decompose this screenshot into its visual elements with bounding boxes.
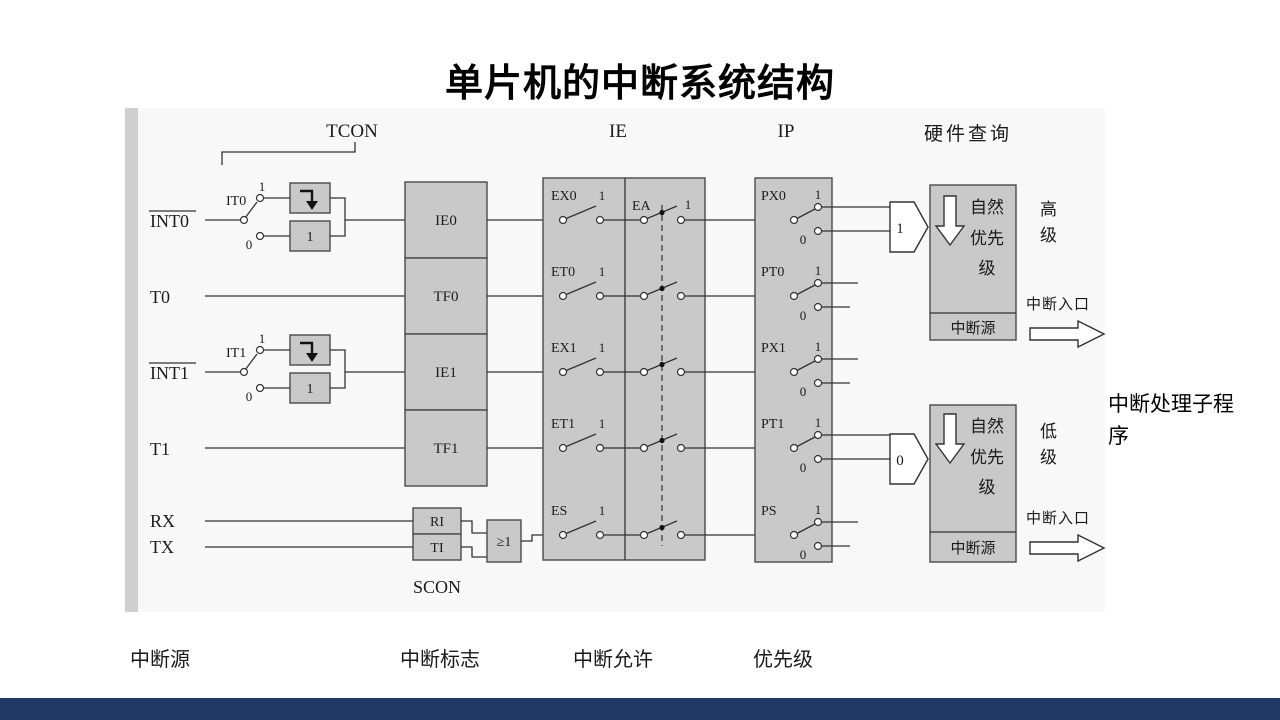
scon-block: RI TI SCON ≥1 [412, 507, 559, 597]
ip-row-one: 1 [815, 339, 822, 354]
or-gate-label: ≥1 [497, 535, 512, 550]
ie-row-one: 1 [599, 503, 606, 518]
it0-label: IT0 [226, 194, 246, 209]
falling-edge-arrowhead [306, 353, 318, 362]
it1-selector: IT1 1 0 1 [226, 331, 405, 404]
entry-arrow-high [1029, 319, 1106, 349]
ie-row-label: EX1 [551, 341, 577, 356]
tcon-header: TCON [326, 121, 378, 142]
or-gate [486, 519, 522, 563]
falling-edge-icon [300, 341, 314, 354]
t1-label: T1 [150, 439, 170, 459]
priority-input-arrow-high [889, 201, 929, 253]
it0-selector: IT0 1 0 1 [226, 179, 405, 252]
it1-one: 1 [259, 331, 266, 346]
it1-edge-box [289, 334, 331, 366]
tcon-cell-tf0: TF0 [433, 289, 458, 305]
it1-zero: 0 [246, 389, 253, 404]
ip-row-label: PS [761, 504, 777, 519]
ip-row-zero: 0 [800, 308, 807, 323]
it0-edge-box [289, 182, 331, 214]
scon-label: SCON [413, 577, 461, 597]
subroutine-label: 中断处理子程序 [1108, 392, 1234, 448]
it0-level-box [289, 220, 331, 252]
interrupt-entry-label-high: 中断入口 [1026, 297, 1091, 313]
scan-edge-strip [125, 108, 138, 612]
ea-one: 1 [685, 197, 692, 212]
tcon-block: IE0 TF0 IE1 TF1 [404, 181, 488, 487]
high-level-label: 高级 [1040, 200, 1057, 245]
ie-row-label: ET0 [551, 265, 575, 280]
natural-priority-label-high: 自然优先级 [970, 198, 1004, 279]
ip-header: IP [778, 121, 795, 142]
column-headers: TCON IE IP [221, 121, 795, 165]
down-arrow-icon [934, 413, 966, 465]
entry-arrow-low [1029, 533, 1106, 563]
ip-row-one: 1 [815, 502, 822, 517]
it1-level-one: 1 [307, 382, 314, 397]
ip-row-zero: 0 [800, 384, 807, 399]
ip-row-one: 1 [815, 187, 822, 202]
ip-row-label: PX1 [761, 341, 786, 356]
interrupt-entry-label-low: 中断入口 [1026, 511, 1091, 527]
ip-row-zero: 0 [800, 547, 807, 562]
ti-cell: TI [430, 541, 444, 556]
natural-priority-label-low: 自然优先级 [970, 417, 1004, 498]
down-arrow-icon [934, 195, 966, 247]
it0-level-one: 1 [307, 230, 314, 245]
ie-header: IE [609, 121, 627, 142]
ie-row-one: 1 [599, 264, 606, 279]
it1-level-box [289, 372, 331, 404]
tx-label: TX [150, 537, 174, 557]
tcon-cell-tf1: TF1 [433, 441, 458, 457]
ie-block: EA 1 EX0 1 ET0 1 EX1 1 ET1 1 [542, 177, 706, 561]
ip-row-zero: 0 [800, 460, 807, 475]
tcon-bracket [221, 142, 356, 165]
priority-input-one: 1 [896, 221, 904, 237]
ip-row-label: PT0 [761, 265, 784, 280]
rx-label: RX [150, 511, 175, 531]
it0-one: 1 [259, 179, 266, 194]
interrupt-source-cell-high: 中断源 [950, 321, 996, 337]
priority-input-arrow-low [889, 433, 929, 485]
int1-label: INT1 [150, 363, 189, 383]
interrupt-source-cell-low: 中断源 [950, 541, 996, 557]
tcon-cell-ie0: IE0 [435, 213, 457, 229]
ie-row-one: 1 [599, 188, 606, 203]
tcon-cell-ie1: IE1 [435, 365, 457, 381]
priority-input-zero: 0 [896, 453, 904, 469]
hardware-query-section: 1 0 [889, 184, 1106, 563]
footer-label-enable: 中断允许 [573, 649, 653, 671]
int0-label: INT0 [150, 211, 189, 231]
ip-row-one: 1 [815, 263, 822, 278]
t0-label: T0 [150, 287, 170, 307]
page-title: 单片机的中断系统结构 [444, 63, 835, 105]
ip-row-label: PT1 [761, 417, 784, 432]
ie-row-label: ES [551, 504, 567, 519]
ie-row-one: 1 [599, 340, 606, 355]
ip-row-label: PX0 [761, 189, 786, 204]
ea-label: EA [632, 199, 652, 214]
hw-query-header: 硬件查询 [924, 124, 1013, 145]
ip-row-one: 1 [815, 415, 822, 430]
ri-cell: RI [430, 515, 444, 530]
source-wires [205, 219, 413, 548]
it0-zero: 0 [246, 237, 253, 252]
falling-edge-icon [300, 189, 314, 202]
ie-row-label: EX0 [551, 189, 577, 204]
ip-block: PX0 1 0 PT0 1 0 PX1 1 0 PT1 1 0 [754, 177, 890, 563]
interrupt-source-labels: INT0 T0 INT1 T1 RX TX [149, 210, 196, 557]
ip-row-zero: 0 [800, 232, 807, 247]
footer-label-flag: 中断标志 [400, 649, 480, 671]
ie-row-label: ET1 [551, 417, 575, 432]
footer-label-priority: 优先级 [753, 649, 813, 671]
it1-label: IT1 [226, 346, 246, 361]
falling-edge-arrowhead [306, 201, 318, 210]
bottom-accent-bar [0, 698, 1280, 720]
ie-row-one: 1 [599, 416, 606, 431]
low-level-label: 低级 [1040, 422, 1057, 467]
footer-label-source: 中断源 [130, 649, 190, 671]
